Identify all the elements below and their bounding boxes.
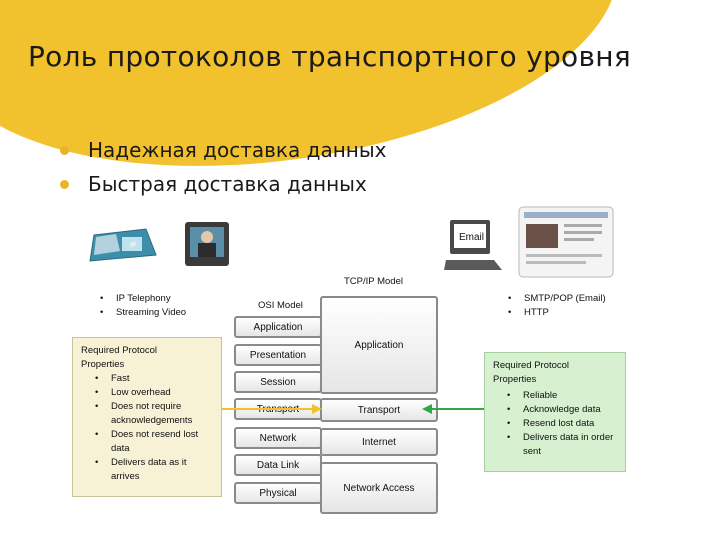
list-item: Delivers data as it arrives bbox=[81, 456, 213, 484]
list-item: Reliable bbox=[493, 389, 617, 403]
box-title: Properties bbox=[81, 358, 213, 372]
list-item: Fast bbox=[81, 372, 213, 386]
property-list: Reliable Acknowledge data Resend lost da… bbox=[493, 389, 617, 459]
right-arrow-head-icon bbox=[422, 404, 432, 414]
list-item: Low overhead bbox=[81, 386, 213, 400]
property-list: Fast Low overhead Does not require ackno… bbox=[81, 372, 213, 484]
left-arrow-head-icon bbox=[312, 404, 322, 414]
box-title: Required Protocol bbox=[493, 359, 617, 373]
list-item: Does not require acknowledgements bbox=[81, 400, 213, 428]
list-item: Delivers data in order sent bbox=[493, 431, 617, 459]
tcp-properties-box: Required Protocol Properties Reliable Ac… bbox=[484, 352, 626, 472]
list-item: Resend lost data bbox=[493, 417, 617, 431]
box-title: Properties bbox=[493, 373, 617, 387]
list-item: Does not resend lost data bbox=[81, 428, 213, 456]
list-item: Acknowledge data bbox=[493, 403, 617, 417]
udp-properties-box: Required Protocol Properties Fast Low ov… bbox=[72, 337, 222, 497]
box-title: Required Protocol bbox=[81, 344, 213, 358]
